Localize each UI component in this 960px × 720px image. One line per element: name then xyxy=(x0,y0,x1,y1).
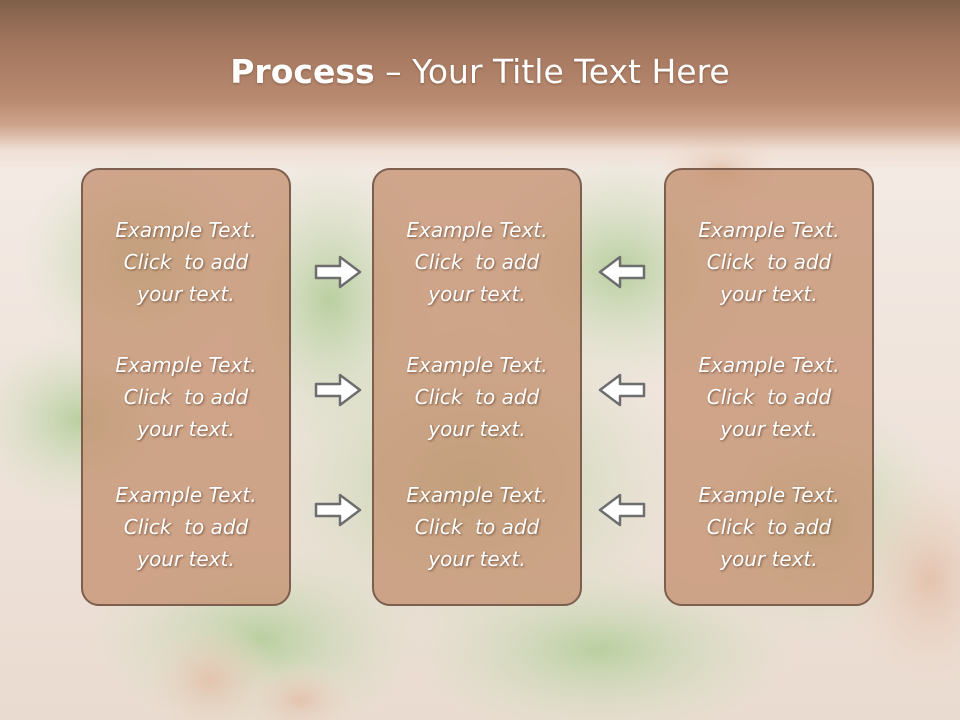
text-line: your text. xyxy=(720,282,818,306)
arrow-right-icon xyxy=(314,255,362,289)
text-line: your text. xyxy=(137,547,235,571)
text-line: your text. xyxy=(137,417,235,441)
text-line: Click to add xyxy=(414,250,540,274)
panel-3-text-1[interactable]: Example Text. Click to add your text. xyxy=(666,214,872,310)
process-panel-1: Example Text. Click to add your text. Ex… xyxy=(81,168,291,606)
title-rest: – Your Title Text Here xyxy=(374,52,730,91)
text-line: Click to add xyxy=(706,250,832,274)
text-line: Example Text. xyxy=(115,353,257,377)
panel-3-text-2[interactable]: Example Text. Click to add your text. xyxy=(666,349,872,445)
title-bold: Process xyxy=(230,52,375,91)
text-line: your text. xyxy=(137,282,235,306)
panel-2-text-3[interactable]: Example Text. Click to add your text. xyxy=(374,479,580,575)
text-line: Click to add xyxy=(706,385,832,409)
text-line: Click to add xyxy=(706,515,832,539)
text-line: Example Text. xyxy=(115,483,257,507)
text-line: your text. xyxy=(428,417,526,441)
panel-1-text-2[interactable]: Example Text. Click to add your text. xyxy=(83,349,289,445)
text-line: Click to add xyxy=(123,515,249,539)
arrow-right-icon xyxy=(314,373,362,407)
arrow-left-icon xyxy=(598,255,646,289)
panel-2-text-2[interactable]: Example Text. Click to add your text. xyxy=(374,349,580,445)
text-line: your text. xyxy=(720,547,818,571)
slide-title[interactable]: Process – Your Title Text Here xyxy=(0,52,960,91)
panel-1-text-3[interactable]: Example Text. Click to add your text. xyxy=(83,479,289,575)
text-line: Example Text. xyxy=(698,218,840,242)
process-panel-2: Example Text. Click to add your text. Ex… xyxy=(372,168,582,606)
text-line: your text. xyxy=(720,417,818,441)
text-line: Example Text. xyxy=(698,353,840,377)
arrow-left-icon xyxy=(598,373,646,407)
arrow-right-icon xyxy=(314,493,362,527)
text-line: Click to add xyxy=(123,250,249,274)
panel-2-text-1[interactable]: Example Text. Click to add your text. xyxy=(374,214,580,310)
arrow-left-icon xyxy=(598,493,646,527)
text-line: Example Text. xyxy=(406,353,548,377)
text-line: Click to add xyxy=(123,385,249,409)
process-panel-3: Example Text. Click to add your text. Ex… xyxy=(664,168,874,606)
text-line: Click to add xyxy=(414,515,540,539)
panel-3-text-3[interactable]: Example Text. Click to add your text. xyxy=(666,479,872,575)
text-line: Example Text. xyxy=(698,483,840,507)
text-line: Click to add xyxy=(414,385,540,409)
title-band xyxy=(0,0,960,170)
panel-1-text-1[interactable]: Example Text. Click to add your text. xyxy=(83,214,289,310)
text-line: your text. xyxy=(428,282,526,306)
text-line: your text. xyxy=(428,547,526,571)
text-line: Example Text. xyxy=(406,483,548,507)
text-line: Example Text. xyxy=(115,218,257,242)
text-line: Example Text. xyxy=(406,218,548,242)
